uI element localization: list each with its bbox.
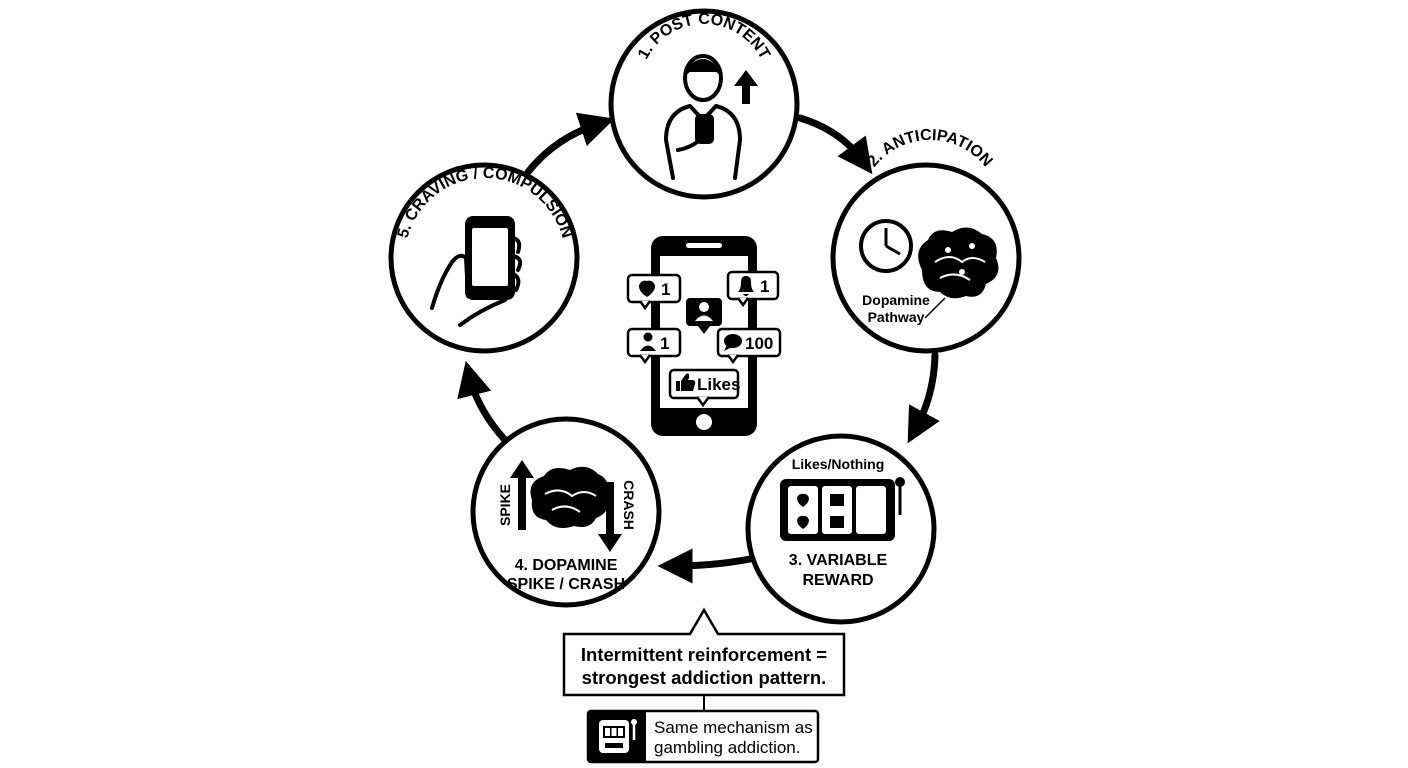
gambling-note-line-2: gambling addiction. <box>654 738 800 757</box>
brain-icon <box>530 466 608 528</box>
callout-box: Intermittent reinforcement = strongest a… <box>562 607 846 697</box>
dopamine-pathway-label-2: Pathway <box>868 309 925 325</box>
stage-dopamine-label-2: SPIKE / CRASH <box>507 576 625 593</box>
clock-icon <box>859 219 913 273</box>
stage-post-content: 1. POST CONTENT <box>608 8 800 200</box>
badge-likes-value: Likes <box>697 375 740 394</box>
gambling-note: Same mechanism as gambling addiction. <box>586 709 820 764</box>
slot-machine-icon <box>780 477 905 541</box>
arrow-5-to-1 <box>524 112 615 176</box>
crash-label: CRASH <box>621 480 637 530</box>
callout-line-2: strongest addiction pattern. <box>582 667 827 688</box>
badge-bell: 1 <box>726 270 780 308</box>
stage-dopamine-spike-crash: SPIKE CRASH 4. DOPAMINE SPIKE / CRASH <box>470 416 662 608</box>
hand-holding-phone-icon <box>430 216 523 327</box>
stage-craving-compulsion: 5. CRAVING / COMPULSION <box>388 162 580 354</box>
upload-arrow-icon <box>734 70 758 104</box>
likes-nothing-label: Likes/Nothing <box>792 456 885 472</box>
badge-bell-value: 1 <box>760 277 769 296</box>
slot-machine-icon <box>599 719 637 753</box>
badge-likes: Likes <box>668 368 740 408</box>
stage-variable-reward-label-1: 3. VARIABLE <box>789 552 888 569</box>
person-icon <box>640 332 656 351</box>
person-with-phone-icon <box>664 54 742 180</box>
profile-badge-icon <box>686 298 722 334</box>
arrow-2-to-3 <box>907 351 940 444</box>
spike-label: SPIKE <box>497 484 513 526</box>
arrow-1-to-2 <box>796 114 873 175</box>
badge-heart-value: 1 <box>661 280 670 299</box>
brain-icon <box>918 227 999 299</box>
dopamine-pathway-label-1: Dopamine <box>862 292 930 308</box>
crash-arrow-icon <box>598 482 622 552</box>
comment-icon <box>724 334 742 351</box>
spike-arrow-icon <box>510 460 534 530</box>
badge-heart: 1 <box>626 273 682 311</box>
badge-person-value: 1 <box>660 334 669 353</box>
callout-line-1: Intermittent reinforcement = <box>581 644 827 665</box>
stage-variable-reward-label-2: REWARD <box>802 572 873 589</box>
badge-person: 1 <box>626 327 682 365</box>
heart-icon <box>639 280 655 297</box>
stage-variable-reward: Likes/Nothing 3. VARIABLE REWARD <box>745 433 937 625</box>
thumbs-up-icon <box>676 373 696 391</box>
badge-comment: 100 <box>716 327 782 365</box>
badge-comment-value: 100 <box>745 334 773 353</box>
arrow-4-to-5 <box>457 361 509 444</box>
gambling-note-line-1: Same mechanism as <box>654 718 813 737</box>
stage-dopamine-label-1: 4. DOPAMINE <box>515 557 618 574</box>
bell-icon <box>738 276 754 296</box>
